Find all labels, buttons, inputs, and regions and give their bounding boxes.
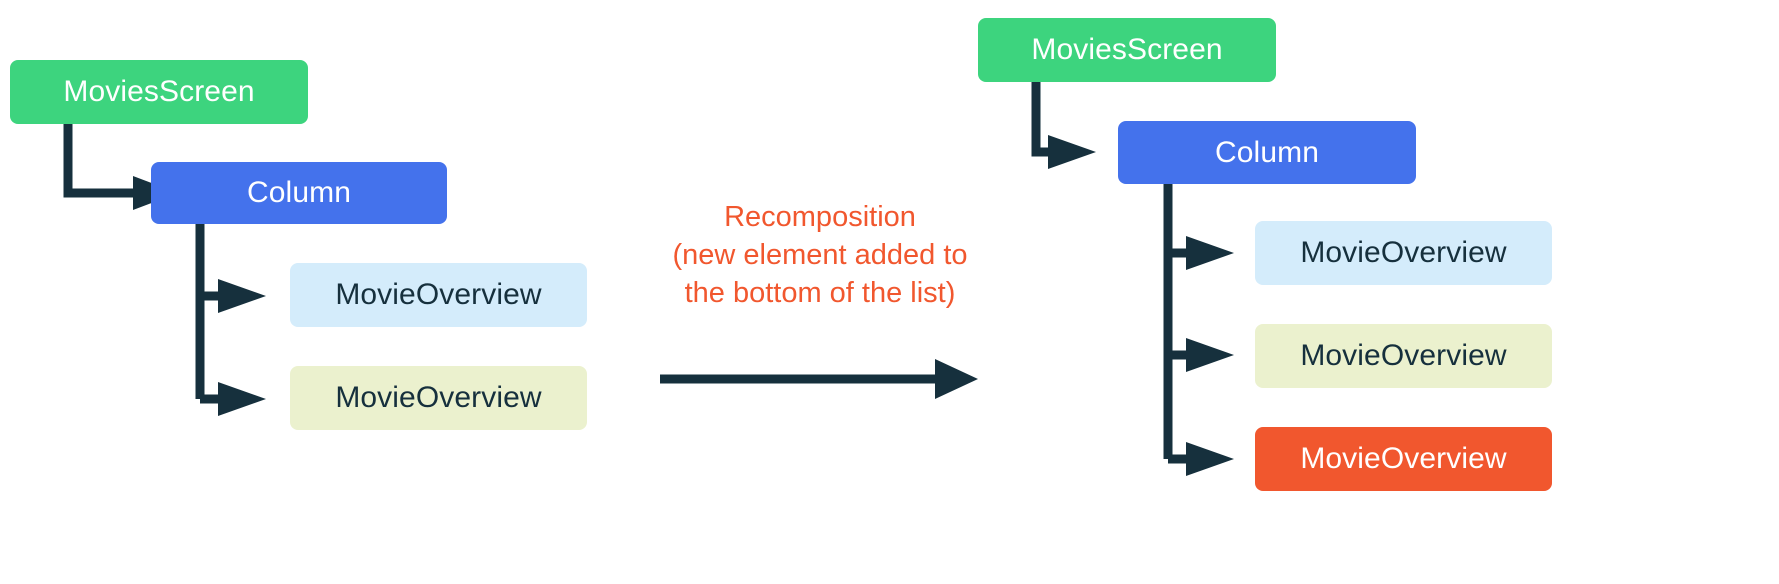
after-node-movies-screen[interactable]: MoviesScreen [978, 18, 1276, 82]
recomposition-arrow-icon [660, 359, 978, 399]
after-node-movie-overview-1[interactable]: MovieOverview [1255, 221, 1552, 285]
after-movie-overview-2-label: MovieOverview [1300, 339, 1507, 372]
before-node-movie-overview-2[interactable]: MovieOverview [290, 366, 587, 430]
before-movie-overview-1-label: MovieOverview [335, 278, 542, 311]
before-movie-overview-2-label: MovieOverview [335, 381, 542, 414]
before-movies-screen-label: MoviesScreen [63, 75, 255, 108]
before-node-movies-screen[interactable]: MoviesScreen [10, 60, 308, 124]
after-movies-screen-label: MoviesScreen [1031, 33, 1223, 66]
before-node-column[interactable]: Column [151, 162, 447, 224]
recomposition-label: Recomposition (new element added to the … [672, 201, 968, 309]
after-node-movie-overview-2[interactable]: MovieOverview [1255, 324, 1552, 388]
before-node-movie-overview-1[interactable]: MovieOverview [290, 263, 587, 327]
before-column-label: Column [247, 176, 351, 209]
after-node-movie-overview-3-new[interactable]: MovieOverview [1255, 427, 1552, 491]
after-column-label: Column [1215, 135, 1319, 169]
after-movie-overview-3-label: MovieOverview [1300, 442, 1507, 475]
after-movie-overview-1-label: MovieOverview [1300, 236, 1507, 269]
after-node-column[interactable]: Column [1118, 121, 1416, 184]
